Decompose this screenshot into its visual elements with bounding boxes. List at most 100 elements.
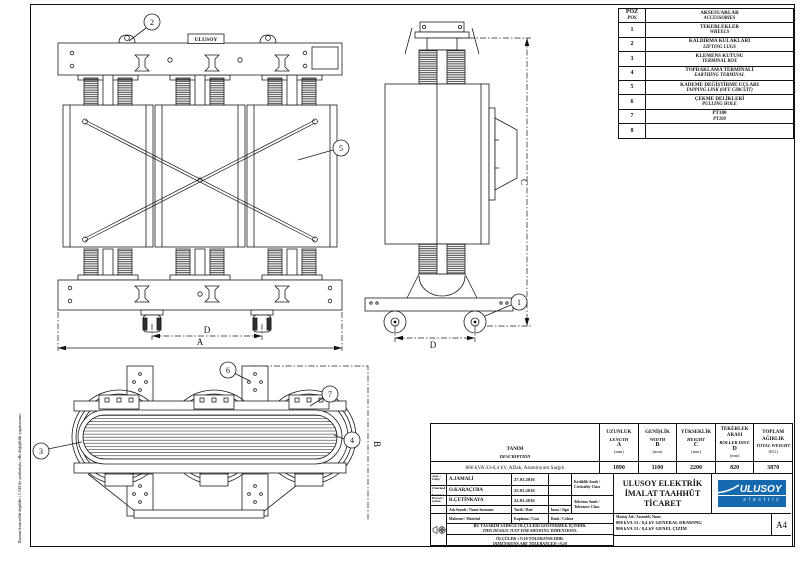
dim-letter-B: B — [372, 441, 381, 447]
poz-en: POS — [627, 15, 637, 21]
col-unit: (mm) — [614, 449, 624, 455]
description-header-cell: TANIM DESCRIPTION — [431, 424, 601, 461]
balloon-4: 4 — [333, 431, 361, 449]
logo-swoosh-icon — [714, 484, 739, 494]
company-line-3: TİCARET — [643, 498, 682, 508]
tanim-en: DESCRIPTION — [499, 453, 531, 459]
side-base-and-wheels — [364, 297, 514, 334]
dimension-table: TANIM DESCRIPTION UZUNLUK LENGTH A (mm) … — [430, 423, 793, 475]
front-dimension-D: D — [151, 324, 263, 340]
front-top-beam: ULUSOY — [57, 33, 343, 76]
front-top-terminal-stacks — [77, 74, 323, 106]
balloon-1-number: 1 — [517, 298, 521, 307]
item-tr: TOPRAKLAMA TERMİNALİ — [685, 67, 754, 74]
drawn-date: 22.01.2016 — [512, 496, 549, 506]
nameplate-label: ULUSOY — [195, 37, 218, 43]
col-tr: TEKERLEK ARASI — [720, 426, 749, 439]
side-terminal-box — [488, 107, 518, 201]
col-tr: TOPLAM AĞIRLIK — [762, 430, 785, 442]
approved-date: 27.01.2016 — [512, 474, 549, 486]
col-tr: UZUNLUK — [606, 430, 632, 436]
company-line-2: İMALAT TAAHHÜT — [624, 488, 701, 498]
height-header-cell: YÜKSEKLİK HEIGHT C (mm) — [677, 424, 716, 461]
roller-dist-header-cell: TEKERLEK ARASI ROLLER DIST. D (mm) — [716, 424, 755, 461]
balloon-2: 2 — [128, 13, 161, 42]
item-en: EARTHING TERMINAL — [694, 73, 745, 79]
dimension-table-values: 800 kVA 33-0,4 kV, ADak, Aluminyum Sargı… — [431, 462, 792, 474]
projection-symbol-cell — [431, 514, 447, 546]
balloon-5: 5 — [297, 139, 350, 161]
row-number: 2 — [619, 37, 646, 52]
balloon-6-number: 6 — [226, 366, 230, 375]
assembly-name-cell: Montaj Adı / Assembly Name 800 kVA 33 / … — [614, 514, 772, 536]
row-number: 8 — [619, 124, 646, 138]
checked-sign-cell — [549, 486, 572, 496]
item-tr: ÇEKME DELİKLERİ — [694, 96, 745, 103]
col-letter: B — [655, 442, 660, 449]
date-header: Tarih / Date — [512, 506, 549, 514]
material-label: Malzeme / Material — [447, 514, 512, 524]
accessories-header-row: POZ POS AKSESUARLAR ACCESSORIES — [619, 9, 793, 23]
company-line-1: ULUSOY ELEKTRİK — [622, 478, 703, 488]
balloon-7-number: 7 — [328, 390, 332, 399]
front-dimension-A: A — [57, 312, 343, 351]
balloon-5-number: 5 — [339, 144, 343, 153]
poz-header-cell: POZ POS — [619, 9, 646, 23]
table-row: 8 — [619, 123, 793, 138]
balloon-3-number: 3 — [39, 447, 43, 456]
col-unit: (mm) — [691, 449, 701, 455]
plan-view-drawing: 6 7 4 3 B — [32, 361, 381, 520]
dim-letter-D-front: D — [204, 325, 211, 335]
paper-size-cell: A4 — [772, 514, 791, 536]
name-surname-header: Adı Soyadı / Name Surname — [447, 506, 512, 514]
roller-dist-value: 820 — [716, 462, 755, 474]
plan-terminal-pads — [98, 394, 330, 410]
tanim-tr: TANIM — [506, 447, 524, 453]
assembly-name-line-1: 800 kVA 33 / 0,4 kV GENERAL DRAWING — [616, 519, 702, 525]
col-letter: D — [732, 445, 737, 452]
total-weight-value: 3870 — [767, 465, 780, 471]
row-number: 5 — [619, 80, 646, 95]
item-en: TERMINAL BOX — [701, 59, 738, 65]
balloon-3: 3 — [32, 441, 83, 460]
tolerance-class-cell: Tolerans Sınıfı / Tolerance Class — [572, 496, 614, 514]
note-line-2: THIS DESIGN JUST FOR SHOWING DIMENSIONS. — [482, 528, 578, 533]
item-en: TAPPING LINK (OFF CIRCUIT) — [686, 87, 753, 93]
dim-letter-C: C — [519, 179, 529, 185]
assembly-name-line-2: 800 kVA 33 / 0,4 kV GENEL ÇİZİM — [616, 525, 687, 531]
width-header-cell: GENİŞLİK WIDTH B (mm) — [639, 424, 678, 461]
checked-date: 25.01.2016 — [512, 486, 549, 496]
balloon-1: 1 — [484, 293, 528, 317]
row-number: 1 — [619, 23, 646, 37]
margin-disclaimer-text: Basımı kontrollü değildir | CAD ile çizi… — [17, 412, 22, 543]
total-weight-header-cell: TOPLAM AĞIRLIK TOTAL WEIGHT (KG) — [754, 424, 792, 461]
balloon-2-number: 2 — [150, 18, 154, 27]
plan-bottom-braces — [87, 473, 324, 519]
approved-sign-cell — [549, 474, 572, 486]
front-bottom-beam — [57, 279, 343, 311]
col-letter: A — [616, 442, 622, 449]
length-header-cell: UZUNLUK LENGTH A (mm) — [600, 424, 639, 461]
balloon-6: 6 — [219, 361, 251, 382]
item-tr: TEKERLEKLER — [699, 24, 740, 31]
company-name: ULUSOY ELEKTRİK İMALAT TAAHHÜT TİCARET — [614, 474, 712, 514]
col-en: TOTAL WEIGHT — [756, 443, 791, 449]
approved-label: App. / Onay — [431, 474, 447, 486]
col-unit: (mm) — [729, 452, 740, 458]
dimension-table-header: TANIM DESCRIPTION UZUNLUK LENGTH A (mm) … — [431, 424, 792, 462]
width-value: 1100 — [639, 462, 678, 474]
empty-footer-cell — [614, 536, 791, 546]
side-bottom-assembly — [406, 243, 478, 299]
description-value: 800 kVA 33-0,4 kV, ADak, Aluminyum Sargı… — [431, 462, 601, 474]
front-phase-windings — [62, 104, 338, 248]
company-logo: ULUSOY electric — [712, 474, 791, 514]
poz-tr: POZ — [625, 9, 639, 16]
criticality-class-cell: Kritiklik Sınıfı / Criticality Class — [572, 474, 614, 496]
length-value: 1890 — [600, 462, 639, 474]
